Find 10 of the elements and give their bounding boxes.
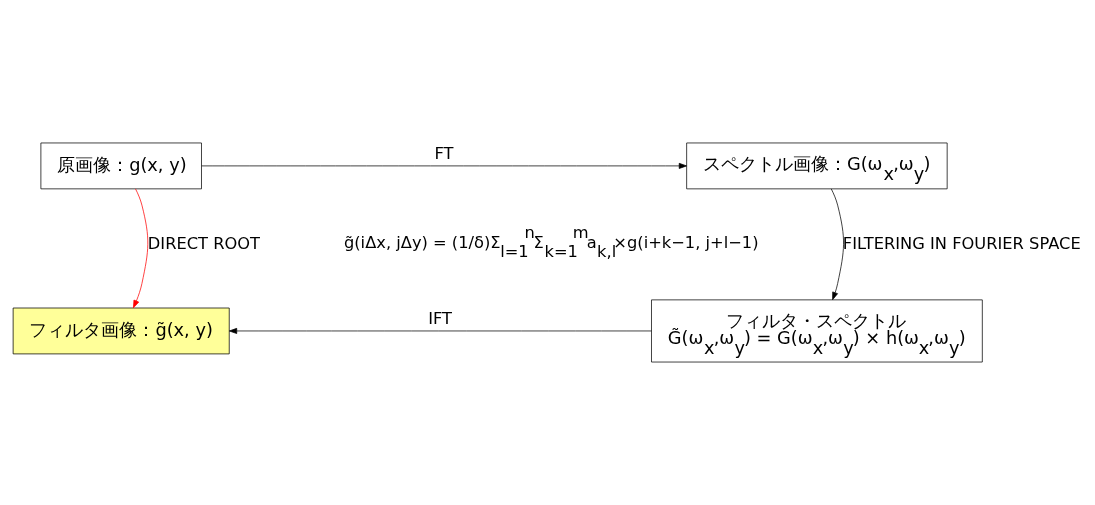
node-box: 原画像：g(x, y) (40, 142, 202, 190)
arrow (228, 328, 652, 334)
edge-label: FT (434, 143, 454, 163)
edge-label: IFT (428, 309, 452, 328)
arrow (830, 188, 844, 301)
node-box: フィルタ画像：g̃(x, y) (12, 307, 230, 355)
edge-label: DIRECT ROOT (147, 233, 261, 253)
edge-label: FILTERING IN FOURIER SPACE (842, 233, 1081, 253)
arrow (201, 162, 687, 169)
arrow (133, 188, 149, 309)
